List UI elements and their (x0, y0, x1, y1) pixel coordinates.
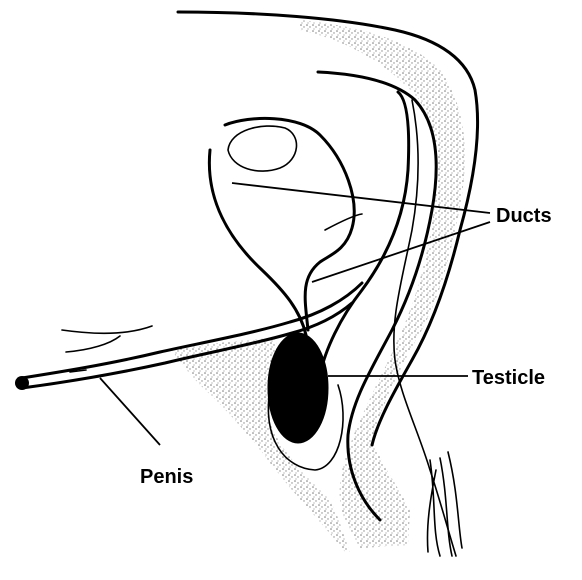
penis-label: Penis (140, 466, 193, 488)
vesicle-sac (228, 126, 296, 171)
penis-leader (100, 378, 160, 445)
penis-tip (15, 376, 29, 390)
ducts-leader-lower (312, 222, 490, 282)
duct-loop-inner (209, 150, 306, 335)
foreskin-lines (62, 326, 152, 372)
ducts-label: Ducts (496, 205, 552, 227)
testicle-label: Testicle (472, 367, 545, 389)
ejaculatory-duct (325, 214, 362, 230)
testicle-shape (269, 334, 327, 442)
vas-deferens (320, 92, 409, 375)
abdominal-wall-tissue (300, 20, 465, 548)
hair-strands (427, 452, 462, 556)
